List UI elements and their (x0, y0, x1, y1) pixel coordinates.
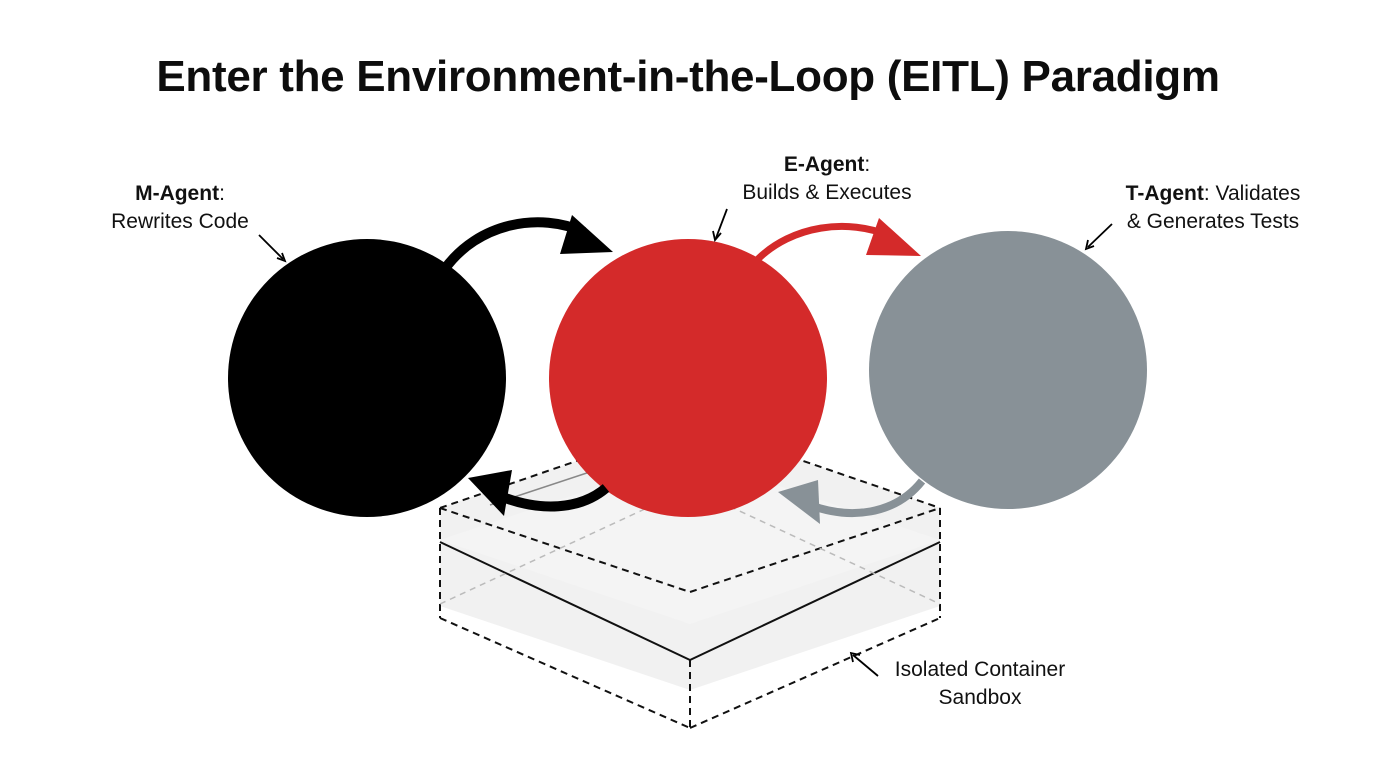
label-pointers (258, 208, 1113, 677)
t-agent-label: T-Agent: Validates & Generates Tests (1108, 180, 1318, 236)
t-agent-desc: & Generates Tests (1126, 210, 1300, 233)
arrow-m-to-e (439, 215, 613, 273)
m-agent-suffix: : (219, 182, 225, 205)
e-agent-suffix: : (864, 153, 871, 176)
e-agent-name: E-Agent (783, 153, 865, 176)
sandbox-pointer (852, 654, 879, 677)
m-agent-desc: Rewrites Code (111, 210, 249, 233)
sandbox-line2: Sandbox (938, 686, 1022, 709)
e-agent-pointer (715, 208, 728, 239)
sandbox-line1: Isolated Container (894, 658, 1066, 681)
arrow-e-to-t (754, 218, 921, 263)
e-agent-desc: Builds & Executes (742, 181, 912, 204)
e-agent-label: E-Agent: Builds & Executes (712, 151, 942, 207)
m-agent-node (228, 239, 506, 517)
arrow-e-to-m (468, 470, 610, 516)
m-agent-name: M-Agent (135, 182, 220, 205)
arrow-t-to-e (778, 478, 926, 524)
e-agent-node (549, 239, 827, 517)
t-agent-suffix: : Validates (1203, 182, 1301, 205)
sandbox-label: Isolated Container Sandbox (880, 656, 1080, 712)
t-agent-node (869, 231, 1147, 509)
m-agent-label: M-Agent: Rewrites Code (90, 180, 270, 236)
t-agent-name: T-Agent (1125, 182, 1204, 205)
page-title: Enter the Environment-in-the-Loop (EITL)… (156, 52, 1220, 101)
m-agent-pointer (258, 234, 284, 260)
t-agent-pointer (1087, 223, 1113, 248)
